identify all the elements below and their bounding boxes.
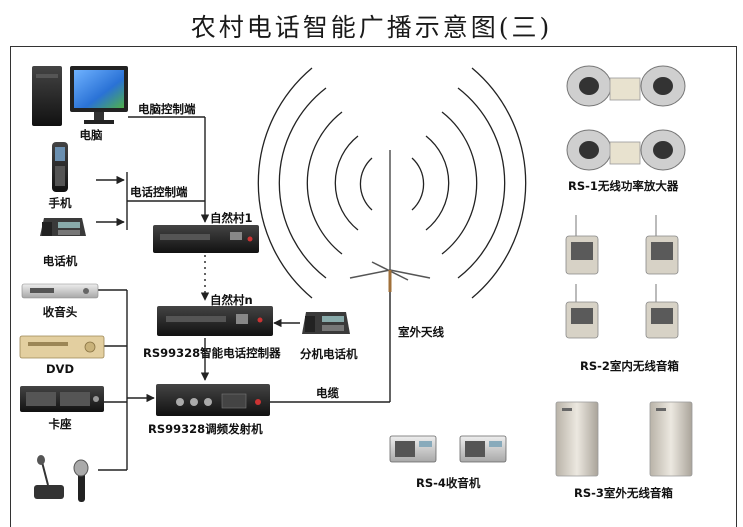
microphone-icon <box>34 455 89 502</box>
rs3-outdoor-speaker-icons <box>555 401 693 477</box>
label-dvd: DVD <box>46 362 74 376</box>
rs1-amplifier-row2-icon <box>566 129 686 171</box>
label-transmitter: RS99328调频发射机 <box>148 422 263 436</box>
label-telephone: 电话机 <box>42 254 78 268</box>
tuner-icon <box>21 283 99 299</box>
label-mobile: 手机 <box>48 196 72 210</box>
wave-left-1 <box>359 157 373 211</box>
wave-right-2 <box>425 135 450 231</box>
rs4-radio-icons <box>389 435 507 463</box>
label-phone-control: 电话控制端 <box>130 185 188 199</box>
label-extension-phone: 分机电话机 <box>300 347 358 361</box>
label-computer: 电脑 <box>79 128 103 142</box>
antenna-icon <box>349 150 431 292</box>
computer-icon <box>32 66 128 126</box>
controller-unit-villagen-icon <box>157 306 273 336</box>
fm-transmitter-icon <box>156 384 270 416</box>
label-cassette: 卡座 <box>48 417 72 431</box>
wave-right-5 <box>471 67 527 299</box>
telephone-icon <box>40 218 86 236</box>
label-rs3: RS-3室外无线音箱 <box>574 486 673 500</box>
rs1-amplifier-row1-icon <box>566 65 686 107</box>
connection-lines <box>96 116 391 471</box>
label-rs4: RS-4收音机 <box>416 476 481 490</box>
label-cable: 电缆 <box>316 386 339 400</box>
label-village1: 自然村1 <box>210 211 253 225</box>
extension-phone-icon <box>302 312 350 334</box>
wave-left-3 <box>306 111 343 255</box>
label-rs2: RS-2室内无线音箱 <box>580 359 679 373</box>
dvd-player-icon <box>19 335 105 359</box>
label-villagen: 自然村n <box>210 293 253 307</box>
wave-left-4 <box>278 87 327 279</box>
wave-left-2 <box>334 135 359 231</box>
diagram-frame <box>10 46 737 527</box>
wave-right-3 <box>441 111 478 255</box>
mobile-phone-icon <box>52 142 68 192</box>
label-antenna: 室外天线 <box>398 325 444 339</box>
label-controller: RS99328智能电话控制器 <box>143 346 281 360</box>
wave-right-4 <box>457 87 506 279</box>
label-computer-control: 电脑控制端 <box>138 102 196 116</box>
controller-unit-village1-icon <box>153 225 259 253</box>
wave-right-1 <box>411 157 425 211</box>
label-rs1: RS-1无线功率放大器 <box>568 179 679 193</box>
label-tuner: 收音头 <box>42 305 78 319</box>
page-title: 农村电话智能广播示意图(三) <box>190 13 553 42</box>
radio-waves <box>257 67 527 299</box>
cassette-deck-icon <box>20 386 104 412</box>
rs2-indoor-speaker-icons <box>565 215 679 339</box>
diagram-canvas <box>19 65 693 502</box>
wave-left-5 <box>257 67 313 299</box>
